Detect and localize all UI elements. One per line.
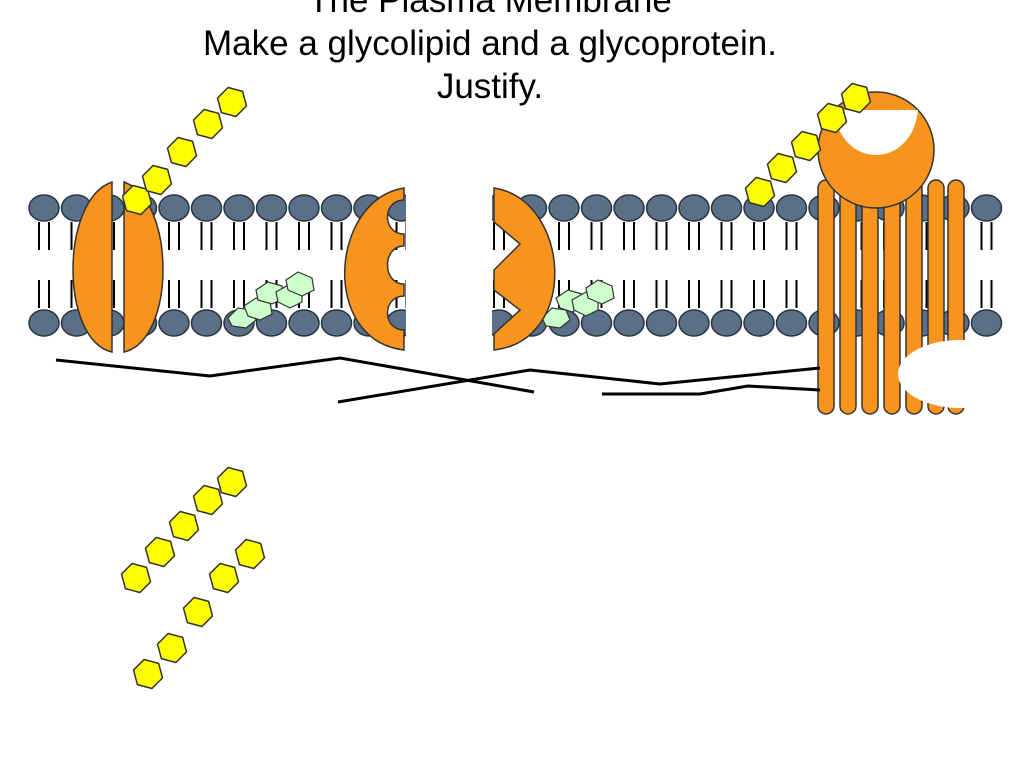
phospholipid-head [678, 309, 710, 337]
phospholipid-head [548, 194, 580, 222]
phospholipid-head [190, 309, 223, 337]
phospholipid-head [645, 194, 678, 222]
cholesterol-right [541, 279, 615, 329]
sugar-hexagon [766, 152, 798, 184]
sugar-hexagon [182, 596, 214, 628]
phospholipid-head [645, 309, 678, 337]
sugar-hexagon [141, 164, 173, 196]
split-channel-protein [72, 180, 164, 353]
phospholipid-head [775, 309, 808, 337]
sugar-hexagon [120, 562, 152, 594]
pore-half-left [344, 187, 405, 351]
sugar-hexagon [816, 102, 848, 134]
phospholipid-head [288, 309, 320, 337]
phospholipid-head [678, 194, 710, 222]
receptor-helix [817, 179, 835, 415]
receptor-intracellular-notch [898, 340, 1022, 408]
sugar-hexagon [192, 484, 224, 516]
sugar-hexagon [132, 658, 164, 690]
phospholipid-head [970, 309, 1003, 337]
pore-half-right [493, 187, 556, 351]
receptor-binding-site [834, 110, 918, 155]
free-sugar-chain-2 [132, 538, 266, 690]
phospholipid-head [288, 194, 320, 222]
phospholipid-head [28, 194, 60, 222]
cholesterol-ring [585, 279, 615, 305]
sugar-hexagon [840, 82, 872, 114]
phospholipid-head [255, 194, 288, 222]
sugar-hexagon [216, 466, 248, 498]
cholesterol-ring [243, 297, 273, 321]
phospholipid-head [775, 194, 808, 222]
cholesterol-ring [541, 307, 571, 329]
receptor-helix [883, 179, 901, 415]
receptor-helix [839, 179, 857, 415]
receptor-protein [817, 91, 1022, 415]
free-sugar-chain-1 [120, 466, 248, 594]
phospholipid-head [613, 309, 645, 337]
receptor-helix [861, 179, 879, 415]
phospholipid-head [158, 194, 190, 222]
upper-leaflet-heads [28, 194, 1003, 222]
sugar-hexagon [144, 536, 176, 568]
channel-half-left [72, 180, 113, 353]
phospholipid-head [580, 194, 613, 222]
sugar-hexagon [234, 538, 266, 570]
cytoskeleton-fiber [337, 366, 821, 404]
phospholipid-head [743, 309, 775, 337]
phospholipid-head [970, 194, 1003, 222]
sugar-hexagon [744, 176, 776, 208]
sugar-hexagon [208, 562, 240, 594]
phospholipid-head [190, 194, 223, 222]
pore-gap [406, 186, 492, 352]
sugar-hexagon [790, 130, 822, 162]
sugar-hexagon [168, 510, 200, 542]
cytoskeleton-fibers [55, 356, 821, 404]
carbohydrate-chains [120, 82, 872, 690]
sugar-hexagon [156, 632, 188, 664]
phospholipid-head [223, 194, 255, 222]
pore-protein [344, 186, 556, 352]
phospholipid-head [710, 309, 743, 337]
glycolipid-chain-left [121, 86, 248, 216]
sugar-hexagon [216, 86, 248, 118]
sugar-hexagon [166, 136, 198, 168]
phospholipid-head [320, 309, 353, 337]
cholesterol-left [227, 271, 315, 329]
phospholipid-head [710, 194, 743, 222]
phospholipid-head [613, 194, 645, 222]
phospholipid-head [320, 194, 353, 222]
cytoskeleton-fiber [602, 384, 821, 396]
glycoprotein-chain-right [744, 82, 872, 208]
cholesterol-ring [285, 271, 315, 297]
cytoskeleton-fiber [55, 356, 535, 394]
sugar-hexagon [192, 108, 224, 140]
phospholipid-head [158, 309, 190, 337]
phospholipid-head [28, 309, 60, 337]
